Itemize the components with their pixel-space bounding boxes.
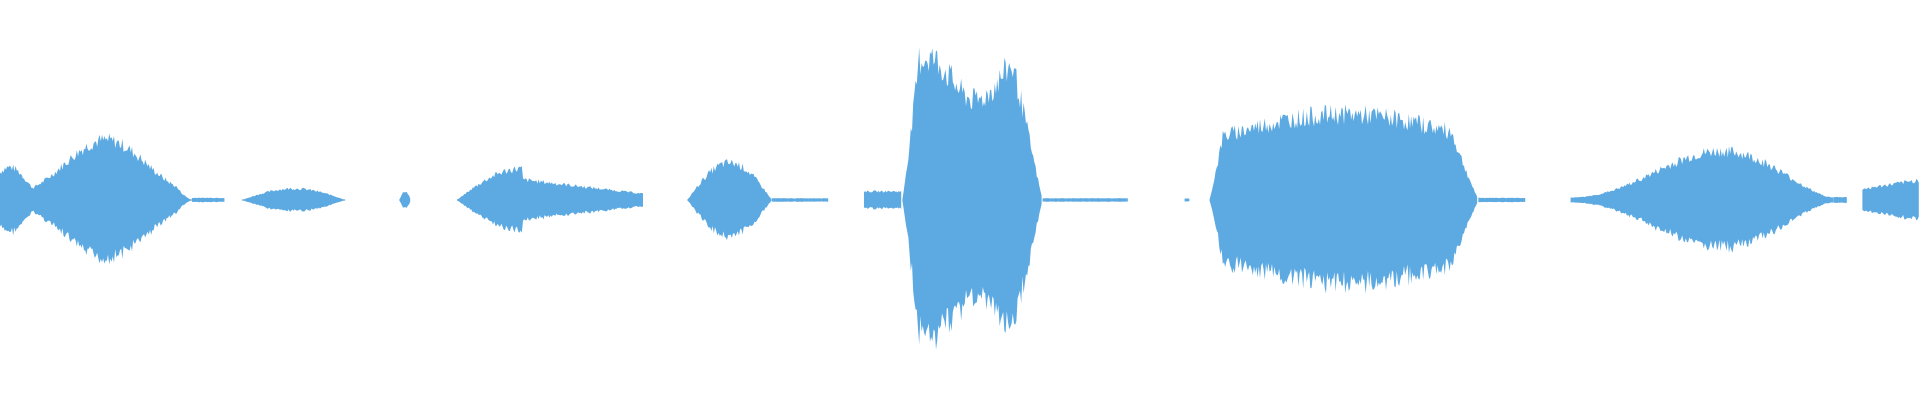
waveform-segment bbox=[1042, 198, 1128, 202]
waveform-segment bbox=[399, 191, 411, 208]
waveform-segment bbox=[1184, 198, 1190, 202]
waveform-segment bbox=[1570, 146, 1834, 253]
waveform-segment bbox=[687, 159, 772, 240]
waveform-segment bbox=[1209, 104, 1478, 294]
waveform-segment bbox=[902, 47, 1042, 350]
waveform-segment bbox=[864, 190, 902, 210]
waveform-segment bbox=[1478, 197, 1526, 203]
waveform-segment bbox=[457, 165, 643, 233]
waveform-segment bbox=[1833, 196, 1847, 204]
waveform-segment bbox=[0, 133, 192, 265]
waveform-segment bbox=[192, 197, 225, 203]
waveform-segment bbox=[1862, 178, 1919, 221]
waveform-segment bbox=[771, 198, 829, 202]
waveform-segment bbox=[241, 187, 346, 212]
